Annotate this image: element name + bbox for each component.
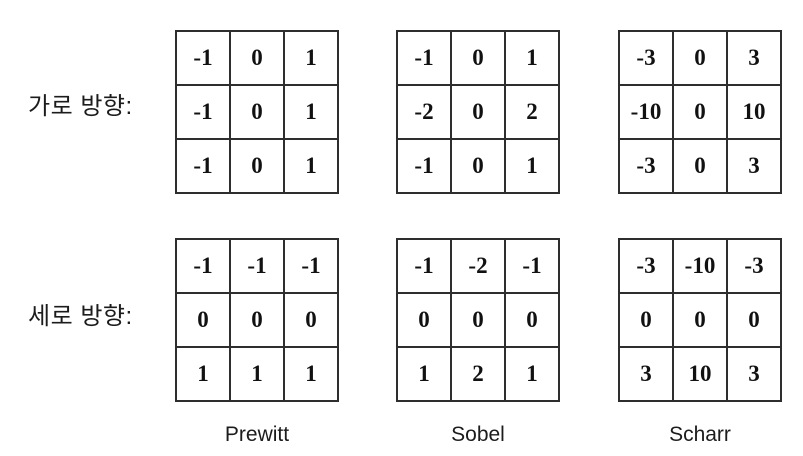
row-label-horizontal-direction: 가로 방향:	[28, 93, 133, 120]
matrix-cell: 1	[505, 31, 559, 85]
matrix-cell: -2	[451, 239, 505, 293]
matrix-cell: 0	[451, 85, 505, 139]
matrix-cell: 0	[619, 293, 673, 347]
matrix-cell: -1	[284, 239, 338, 293]
kernel-name-prewitt: Prewitt	[224, 423, 290, 446]
matrix-cell: 1	[284, 347, 338, 401]
matrix-cell: -1	[176, 239, 230, 293]
matrix-cell: 3	[727, 347, 781, 401]
kernel-name-sobel: Sobel	[451, 423, 505, 446]
matrix-cell: 1	[284, 85, 338, 139]
matrix-sobel-horizontal: -1 0 1 -2 0 2 -1 0 1	[396, 30, 560, 194]
matrix-cell: 0	[451, 139, 505, 193]
matrix-cell: 1	[230, 347, 284, 401]
matrix-cell: -3	[619, 31, 673, 85]
matrix-cell: -10	[673, 239, 727, 293]
matrix-cell: -10	[619, 85, 673, 139]
matrix-cell: 2	[505, 85, 559, 139]
matrix-cell: 0	[673, 139, 727, 193]
matrix-cell: -2	[397, 85, 451, 139]
matrix-cell: 0	[230, 293, 284, 347]
matrix-cell: 0	[230, 31, 284, 85]
matrix-cell: 0	[673, 31, 727, 85]
matrix-cell: -3	[619, 239, 673, 293]
matrix-cell: 0	[451, 31, 505, 85]
matrix-cell: -1	[230, 239, 284, 293]
matrix-cell: 1	[505, 139, 559, 193]
matrix-cell: 0	[230, 139, 284, 193]
matrix-cell: 3	[727, 139, 781, 193]
matrix-cell: 10	[673, 347, 727, 401]
matrix-sobel-vertical: -1 -2 -1 0 0 0 1 2 1	[396, 238, 560, 402]
matrix-cell: 0	[284, 293, 338, 347]
matrix-cell: 0	[673, 85, 727, 139]
matrix-cell: 0	[451, 293, 505, 347]
matrix-prewitt-horizontal: -1 0 1 -1 0 1 -1 0 1	[175, 30, 339, 194]
matrix-cell: -3	[619, 139, 673, 193]
matrix-cell: -1	[397, 31, 451, 85]
matrix-cell: 1	[176, 347, 230, 401]
matrix-cell: 0	[505, 293, 559, 347]
matrix-cell: -1	[176, 31, 230, 85]
matrix-cell: -1	[397, 139, 451, 193]
row-label-vertical-direction: 세로 방향:	[28, 303, 133, 330]
matrix-cell: 1	[505, 347, 559, 401]
matrix-cell: 3	[727, 31, 781, 85]
matrix-cell: 0	[176, 293, 230, 347]
matrix-prewitt-vertical: -1 -1 -1 0 0 0 1 1 1	[175, 238, 339, 402]
matrix-cell: 3	[619, 347, 673, 401]
matrix-cell: -1	[397, 239, 451, 293]
matrix-cell: -1	[176, 139, 230, 193]
matrix-scharr-vertical: -3 -10 -3 0 0 0 3 10 3	[618, 238, 782, 402]
matrix-cell: 0	[230, 85, 284, 139]
matrix-cell: -1	[176, 85, 230, 139]
kernel-name-scharr: Scharr	[669, 423, 731, 446]
matrix-cell: 0	[397, 293, 451, 347]
matrix-scharr-horizontal: -3 0 3 -10 0 10 -3 0 3	[618, 30, 782, 194]
matrix-cell: -1	[505, 239, 559, 293]
matrix-cell: 0	[727, 293, 781, 347]
matrix-cell: -3	[727, 239, 781, 293]
matrix-cell: 0	[673, 293, 727, 347]
matrix-cell: 1	[284, 139, 338, 193]
matrix-cell: 2	[451, 347, 505, 401]
matrix-cell: 10	[727, 85, 781, 139]
matrix-cell: 1	[397, 347, 451, 401]
matrix-cell: 1	[284, 31, 338, 85]
